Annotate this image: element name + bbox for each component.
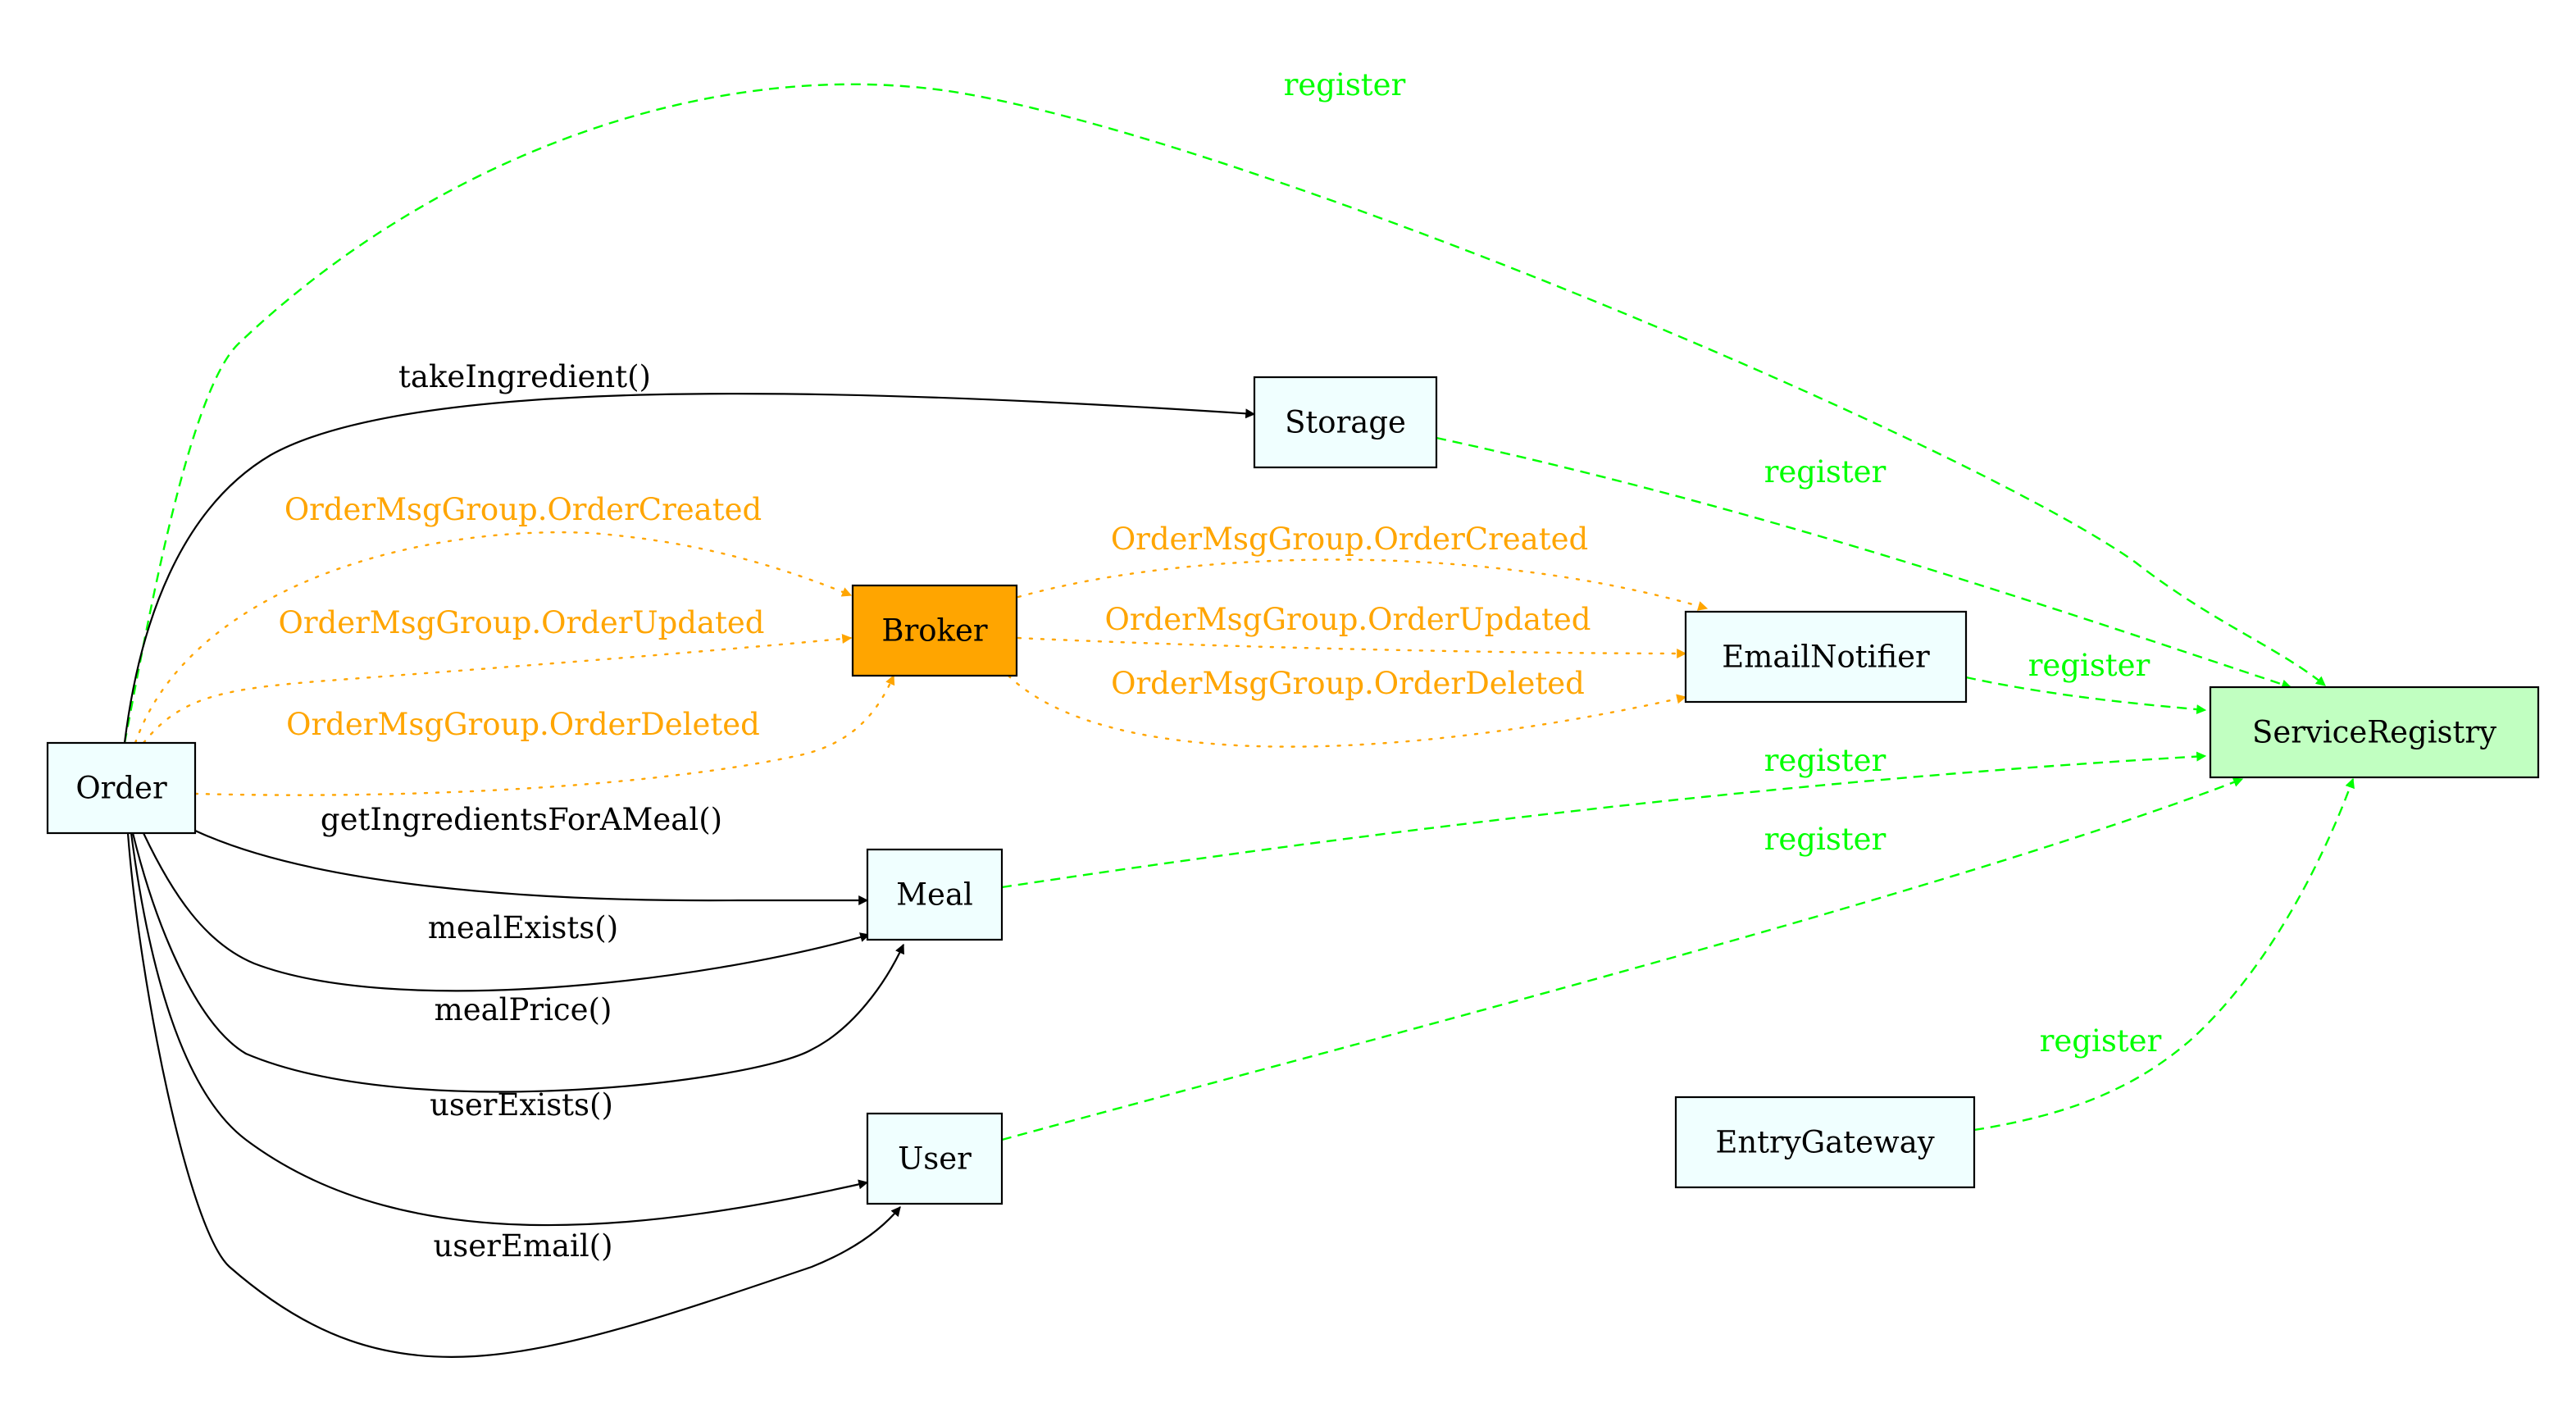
register-edges — [123, 83, 2355, 1141]
edge-broker-to-email-updated — [1017, 636, 1687, 658]
edge-email-to-registry — [1965, 676, 2207, 715]
call-edges — [123, 392, 1256, 1358]
label-take-ingredient: takeIngredient() — [398, 359, 651, 394]
label-meal-registry: register — [1764, 743, 1886, 778]
label-order-broker-deleted: OrderMsgGroup.OrderDeleted — [286, 707, 760, 742]
label-gateway-registry: register — [2040, 1023, 2162, 1059]
node-broker[interactable]: Broker — [851, 584, 1018, 677]
label-broker-email-updated: OrderMsgGroup.OrderUpdated — [1105, 602, 1591, 637]
node-entry-gateway-box — [1674, 1096, 1976, 1189]
edge-gateway-to-registry — [1973, 777, 2355, 1132]
node-email-notifier-label: EmailNotifier — [1722, 640, 1930, 675]
node-meal-box — [866, 848, 1004, 941]
node-order-box — [46, 741, 197, 835]
edge-user-to-registry — [1001, 777, 2244, 1141]
node-entry-gateway[interactable]: EntryGateway — [1674, 1096, 1976, 1189]
label-get-ingredients: getIngredientsForAMeal() — [321, 802, 722, 837]
node-order-label: Order — [75, 771, 167, 806]
edge-order-to-broker-created — [134, 531, 853, 745]
edge-order-to-meal-exists — [143, 832, 871, 992]
node-broker-box — [851, 584, 1018, 677]
label-order-broker-updated: OrderMsgGroup.OrderUpdated — [279, 605, 765, 640]
node-entry-gateway-label: EntryGateway — [1715, 1125, 1934, 1160]
edge-order-to-storage — [123, 392, 1256, 744]
label-order-registry: register — [1284, 67, 1406, 102]
edge-order-to-user-exists — [130, 832, 869, 1227]
node-storage-label: Storage — [1285, 405, 1406, 440]
label-email-registry: register — [2028, 648, 2150, 683]
message-edges — [134, 531, 1709, 796]
edge-order-to-meal-price — [131, 832, 904, 1093]
edge-order-to-registry — [123, 83, 2326, 744]
label-user-email: userEmail() — [433, 1228, 612, 1264]
node-user-label: User — [898, 1141, 972, 1177]
node-email-notifier[interactable]: EmailNotifier — [1684, 610, 1968, 704]
node-user-box — [866, 1112, 1004, 1205]
label-meal-exists: mealExists() — [428, 910, 618, 945]
node-user[interactable]: User — [866, 1112, 1004, 1205]
label-meal-price: mealPrice() — [435, 992, 612, 1027]
edge-storage-to-registry — [1436, 436, 2292, 690]
label-order-broker-created: OrderMsgGroup.OrderCreated — [284, 492, 762, 527]
node-broker-label: Broker — [881, 613, 987, 649]
edge-order-to-meal-ingredients — [193, 829, 869, 905]
node-meal-label: Meal — [896, 877, 973, 913]
node-service-registry[interactable]: ServiceRegistry — [2209, 686, 2540, 779]
label-user-registry: register — [1764, 822, 1886, 857]
node-meal[interactable]: Meal — [866, 848, 1004, 941]
label-broker-email-deleted: OrderMsgGroup.OrderDeleted — [1111, 666, 1585, 701]
edge-labels: register takeIngredient() register Order… — [279, 67, 2162, 1264]
node-service-registry-box — [2209, 686, 2540, 779]
node-email-notifier-box — [1684, 610, 1968, 704]
node-order[interactable]: Order — [46, 741, 197, 835]
node-service-registry-label: ServiceRegistry — [2252, 715, 2496, 750]
edge-broker-to-email-created — [1017, 558, 1709, 611]
label-storage-registry: register — [1764, 454, 1886, 490]
label-broker-email-created: OrderMsgGroup.OrderCreated — [1111, 522, 1588, 557]
edge-order-to-broker-updated — [142, 634, 853, 745]
edge-meal-to-registry — [1001, 751, 2207, 889]
node-storage[interactable]: Storage — [1253, 376, 1438, 469]
label-user-exists: userExists() — [430, 1087, 613, 1123]
node-storage-box — [1253, 376, 1438, 469]
edge-order-to-user-email — [126, 832, 901, 1358]
